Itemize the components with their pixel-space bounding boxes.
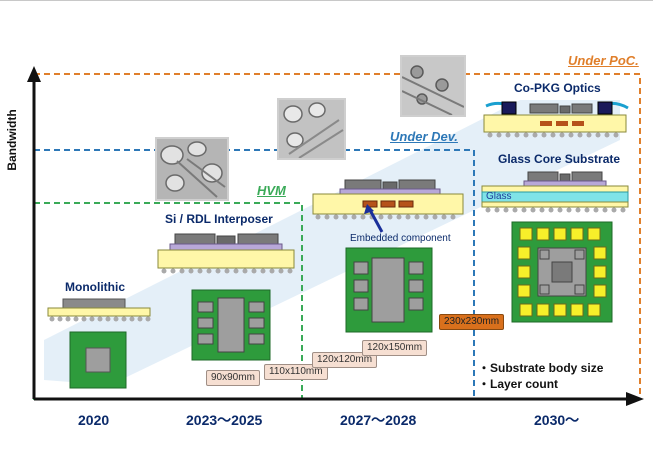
label-embedded-component: Embedded component: [350, 233, 451, 244]
year-2030: 2030～: [534, 412, 580, 428]
size-tag-230: 230x230mm: [439, 314, 505, 330]
label-glass: Glass: [486, 191, 512, 202]
year-2020: 2020: [78, 412, 110, 428]
label-glass-core: Glass Core Substrate: [498, 152, 621, 166]
size-tag-110: 110x110mm: [264, 364, 328, 380]
label-interposer: Si / RDL Interposer: [165, 212, 273, 226]
legend-body-size: ・Substrate body size: [478, 361, 604, 375]
embedded-package-side: [312, 179, 464, 233]
copkg-package-side: [483, 101, 629, 138]
label-copkg-optics: Co-PKG Optics: [514, 81, 601, 95]
legend-layer-count: ・Layer count: [478, 377, 559, 391]
interposer-package-top: [191, 289, 271, 361]
size-tag-90: 90x90mm: [206, 370, 260, 386]
status-under-poc: Under PoC.: [568, 53, 639, 68]
embedded-package-top: [345, 247, 433, 333]
sem-image-poc: [400, 55, 466, 117]
monolithic-package-side: [47, 298, 151, 322]
y-axis-label: Bandwidth: [2, 100, 22, 180]
legend: ・Substrate body size ・Layer count: [478, 360, 603, 392]
year-2023-2025: 2023～2025: [186, 412, 263, 428]
year-2027-2028: 2027～2028: [340, 412, 417, 428]
sem-image-interposer: [155, 137, 229, 201]
top-rule: [0, 0, 653, 1]
monolithic-package-top: [69, 331, 127, 389]
label-monolithic: Monolithic: [65, 280, 125, 294]
size-tag-120x120: 120x120mm: [312, 352, 378, 368]
trend-band: [44, 100, 620, 385]
y-axis-label-text: Bandwidth: [5, 109, 19, 171]
size-tag-120x150: 120x150mm: [362, 340, 428, 356]
x-axis-arrowhead: [626, 392, 644, 406]
interposer-package-side: [157, 233, 295, 274]
y-axis-arrowhead: [27, 66, 41, 82]
status-hvm: HVM: [257, 183, 286, 198]
status-under-dev: Under Dev.: [390, 129, 458, 144]
glass-core-package-top: [511, 221, 613, 323]
sem-image-dev: [277, 98, 346, 160]
glass-core-package-side: [481, 171, 629, 213]
